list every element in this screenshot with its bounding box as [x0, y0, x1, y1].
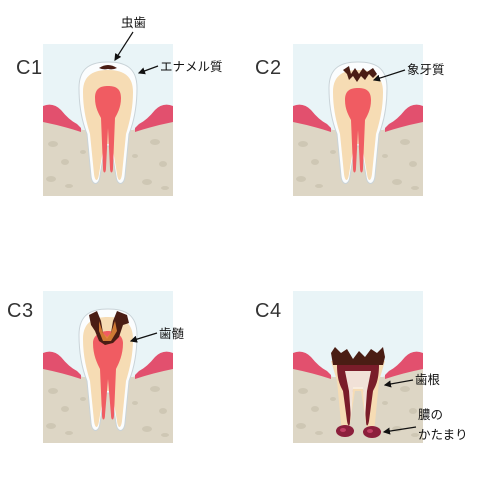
- pulp: [345, 88, 371, 173]
- label-enamel: エナメル質: [160, 59, 223, 74]
- cavity-decay: [89, 311, 129, 345]
- gum-right: [135, 104, 173, 132]
- stage-label-c4: C4: [255, 300, 282, 322]
- decay-edge: [99, 321, 117, 341]
- label-pulp: 歯髄: [159, 326, 185, 341]
- gum-left: [43, 104, 81, 132]
- tooth-panel-c3: [43, 291, 173, 443]
- label-cavity: 虫歯: [121, 15, 147, 30]
- tooth-panel-c2: [293, 44, 423, 196]
- tooth-panel-c1: [43, 44, 173, 196]
- label-abscess-line1: 膿の: [418, 407, 444, 422]
- tooth-panel-c4: [293, 291, 423, 443]
- pulp: [95, 86, 121, 173]
- jaw-bone: [293, 116, 423, 196]
- cavity-decay: [343, 66, 377, 82]
- stage-label-c3: C3: [7, 300, 34, 322]
- decayed-crown: [331, 347, 385, 365]
- jaw-bone: [43, 363, 173, 443]
- pulp: [93, 331, 123, 420]
- bone-texture: [46, 139, 169, 190]
- label-dentin: 象牙質: [407, 62, 445, 77]
- label-root: 歯根: [415, 372, 441, 387]
- label-abscess-line2: かたまり: [418, 427, 468, 442]
- jaw-bone: [43, 116, 173, 196]
- root-canal: [345, 371, 371, 419]
- stage-label-c1: C1: [16, 57, 43, 79]
- stage-label-c2: C2: [255, 57, 282, 79]
- cavity-decay: [99, 65, 117, 70]
